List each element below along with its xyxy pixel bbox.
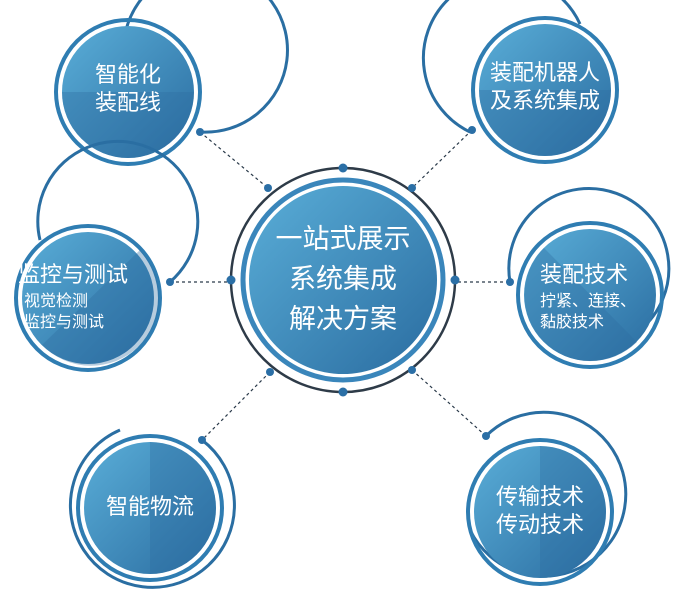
node-robot-integration-shape xyxy=(421,0,619,164)
node-monitoring-testing-shape xyxy=(14,139,200,372)
connectors xyxy=(170,129,510,441)
node-logistics-shape xyxy=(68,428,236,589)
center-dot-left xyxy=(226,275,236,285)
center-fill xyxy=(249,186,437,374)
center-dot-right xyxy=(450,275,460,285)
node-assembly-line-shape xyxy=(54,0,289,166)
center-inner-ring xyxy=(240,177,446,383)
center-dot-top xyxy=(338,163,348,173)
center-dot-top-left xyxy=(264,184,272,192)
center-dot-bottom-left xyxy=(266,368,274,376)
connector-transmission xyxy=(411,369,487,437)
center-dot-bottom-right xyxy=(408,366,416,374)
center-hub xyxy=(226,163,460,397)
center-dot-top-right xyxy=(408,184,416,192)
center-dot-bottom xyxy=(338,387,348,397)
connector-robot-integration xyxy=(411,129,473,189)
node-assembly-tech-shape xyxy=(506,187,671,369)
connector-logistics xyxy=(201,371,271,441)
node-transmission-shape xyxy=(466,410,628,586)
connector-assembly-line xyxy=(199,131,269,189)
